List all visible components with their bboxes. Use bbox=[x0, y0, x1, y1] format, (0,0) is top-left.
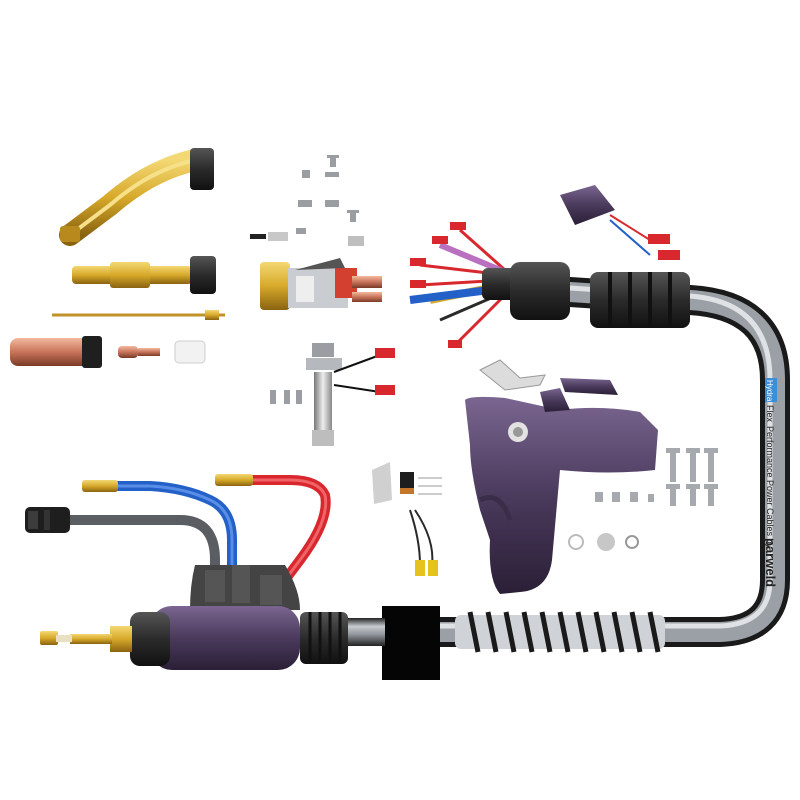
rear-connector-assembly bbox=[25, 474, 348, 670]
switch-connector bbox=[560, 185, 680, 260]
blue-hose-fitting bbox=[82, 480, 118, 492]
switch-block bbox=[260, 258, 382, 310]
screw-set bbox=[250, 155, 364, 246]
gas-nipple bbox=[40, 631, 58, 645]
parweld-brand: parweld bbox=[763, 538, 778, 587]
hardware-set bbox=[568, 448, 718, 551]
insulator bbox=[174, 340, 206, 364]
front-strain-relief bbox=[510, 262, 690, 328]
hydra-badge-text: Hydra bbox=[765, 380, 774, 402]
spring-strain-relief bbox=[455, 611, 665, 653]
nozzle bbox=[10, 336, 102, 368]
cable-print: Hydra Flex Performance Power Cables by p… bbox=[763, 378, 778, 587]
micro-switch bbox=[372, 462, 442, 576]
performance-text: Performance Power Cables by bbox=[765, 426, 775, 549]
cable-clamp-sleeve bbox=[382, 606, 440, 680]
gun-valve bbox=[270, 343, 395, 446]
handle-grip bbox=[465, 388, 658, 594]
power-pin-connector bbox=[110, 626, 132, 652]
control-plug bbox=[25, 507, 70, 533]
rear-handle-body bbox=[150, 606, 300, 670]
handle-clip bbox=[560, 378, 618, 395]
cable-segment bbox=[345, 618, 385, 646]
hydra-badge bbox=[765, 378, 777, 402]
trigger-lever bbox=[479, 359, 546, 391]
red-hose-fitting bbox=[215, 474, 253, 486]
grey-hose bbox=[70, 515, 220, 600]
swan-neck-bent bbox=[59, 148, 214, 246]
wire-bundle bbox=[409, 222, 522, 348]
flex-text: Flex bbox=[765, 405, 775, 423]
swan-neck-straight bbox=[72, 256, 216, 294]
contact-tip bbox=[118, 346, 160, 358]
wire-liner bbox=[52, 310, 225, 320]
